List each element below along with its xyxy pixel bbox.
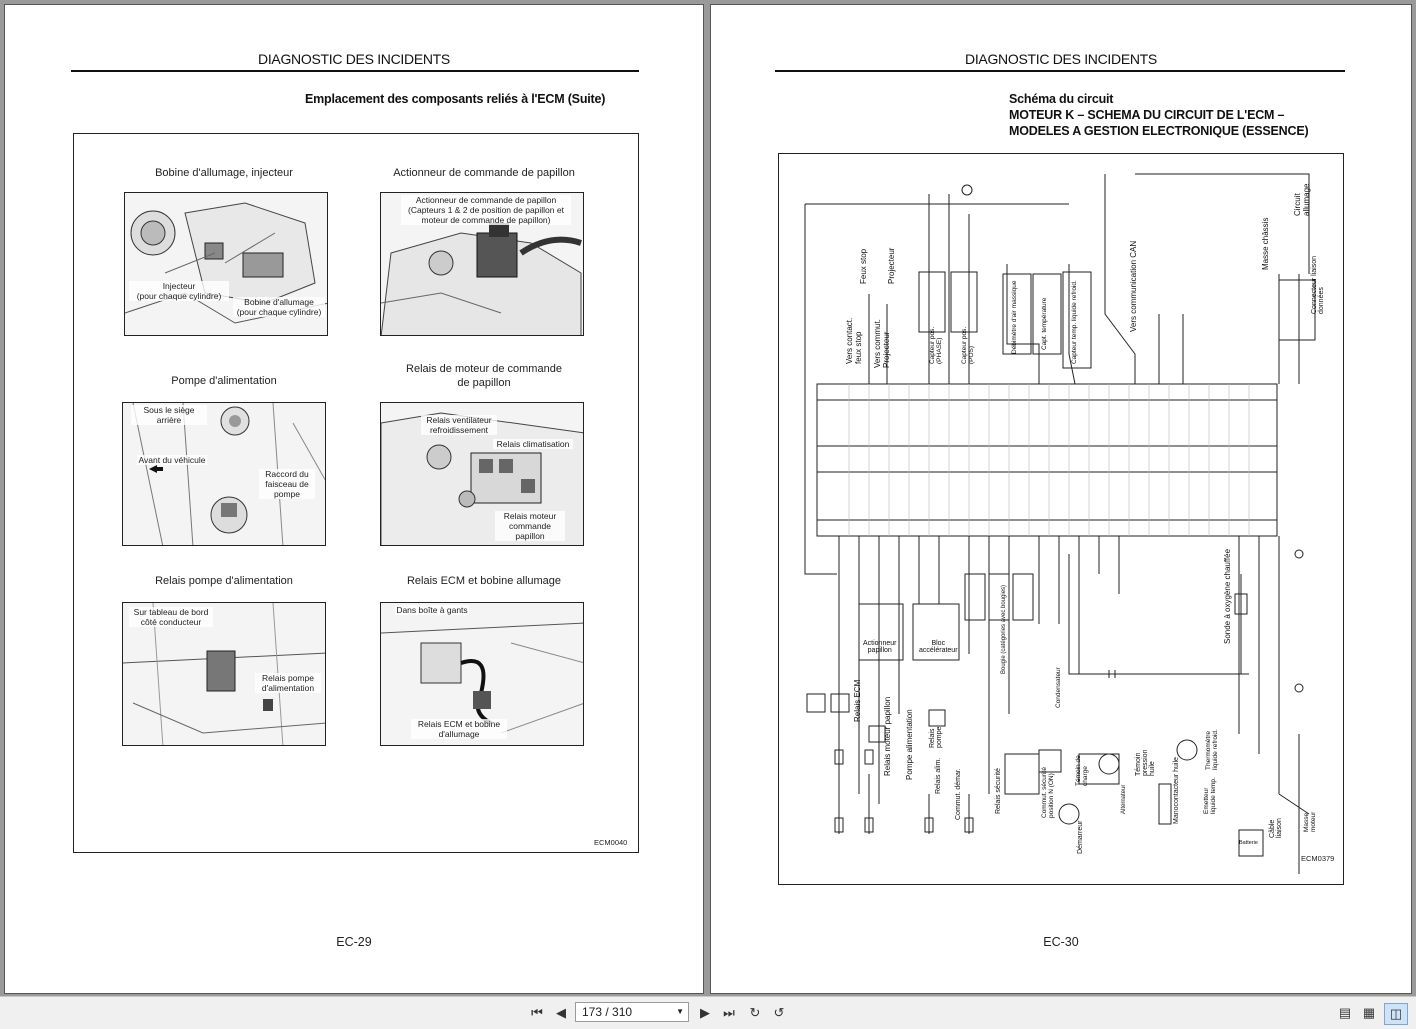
diagram-label: Démarreur — [1077, 820, 1084, 854]
viewer-toolbar: ⏮ ◀ 173 / 310 ▼ ▶ ⏭ ↻ ↺ ▤ ▦ ◫ — [0, 996, 1416, 1029]
diagram-label: Bougie (catégories avec bougies) — [1001, 584, 1007, 674]
header-rule — [71, 70, 639, 72]
photo-label: Dans boîte à gants — [395, 605, 469, 615]
diagram-label: Capteur temp. liquide refroid. — [1071, 280, 1078, 364]
wiring-diagram — [804, 173, 1316, 874]
diagram-label: Connecteur liaison données — [1311, 256, 1325, 314]
diagram-label: Relais alim. — [935, 757, 942, 794]
figure-code: ECM0379 — [1301, 854, 1335, 863]
photo-fuel-pump: Sous le siège arrière Avant du véhicule … — [122, 402, 326, 546]
photo-label: Bobine d'allumage (pour chaque cylindre) — [233, 297, 325, 317]
page-indicator: 173 / 310 — [582, 1005, 633, 1019]
first-page-icon[interactable]: ⏮ — [531, 1005, 543, 1020]
page-number-select[interactable]: 173 / 310 ▼ — [575, 1002, 689, 1022]
photo-label: Raccord du faisceau de pompe — [259, 469, 315, 499]
photo-label: Injecteur (pour chaque cylindre) — [129, 281, 229, 301]
page-number: EC-29 — [336, 935, 372, 949]
photo-label: Sur tableau de bord côté conducteur — [129, 607, 213, 627]
header-rule — [775, 70, 1345, 72]
diagram-label: Relais pompe — [929, 726, 943, 748]
chevron-down-icon: ▼ — [676, 1007, 684, 1016]
diagram-label: Feux stop — [859, 248, 868, 284]
last-page-icon[interactable]: ⏭ — [723, 1005, 735, 1020]
section-title: MODELES A GESTION ELECTRONIQUE (ESSENCE) — [1009, 124, 1309, 138]
photo-label: Relais ventilateur refroidissement — [421, 415, 497, 435]
diagram-label: Commut. démar. — [955, 768, 962, 820]
diagram-label: Masse moteur — [1303, 811, 1317, 832]
panel-caption: Bobine d'allumage, injecteur — [155, 167, 293, 179]
diagram-label: Bloc accélérateur — [919, 640, 958, 654]
dashboard-illustration — [123, 603, 325, 745]
figure-code: ECM0040 — [594, 838, 628, 847]
single-page-icon[interactable]: ▤ — [1338, 1005, 1352, 1020]
rotate-back-icon[interactable]: ↺ — [773, 1005, 785, 1020]
panel-caption: Relais ECM et bobine allumage — [406, 575, 562, 587]
photo-fuel-pump-relay: Sur tableau de bord côté conducteur Rela… — [122, 602, 326, 746]
diagram-label: Condensateur — [1055, 667, 1062, 708]
diagram-label: Pompe alimentation — [905, 709, 914, 780]
photo-label: Actionneur de commande de papillon (Capt… — [401, 195, 571, 225]
diagram-label: Capteur pos. (POS) — [961, 326, 975, 364]
previous-page-icon[interactable]: ◀ — [556, 1005, 566, 1020]
diagram-label: Actionneur papillon — [863, 640, 897, 654]
diagram-label: Câble liaison — [1269, 818, 1283, 838]
diagram-label: Relais moteur papillon — [883, 696, 892, 776]
diagram-label: Vers commut. Projecteur — [873, 319, 891, 368]
diagram-label: Témoin pression huile — [1135, 749, 1156, 776]
photo-label: Sous le siège arrière — [131, 405, 207, 425]
diagram-label: Circuit allumage — [1293, 183, 1311, 216]
diagram-label: Témoin de charge — [1075, 755, 1089, 786]
section-title: Schéma du circuit — [1009, 92, 1114, 106]
diagram-label: Masse châssis — [1261, 217, 1270, 270]
photo-label: Relais climatisation — [493, 439, 573, 449]
diagram-label: Vers contact. feux stop — [845, 317, 863, 364]
left-page: DIAGNOSTIC DES INCIDENTS Emplacement des… — [4, 4, 704, 994]
circuit-diagram-frame: Feux stop Projecteur Vers contact. feux … — [778, 153, 1344, 885]
diagram-label: Projecteur — [887, 247, 896, 284]
section-subtitle: Emplacement des composants reliés à l'EC… — [305, 92, 606, 106]
photo-throttle-actuator: Actionneur de commande de papillon (Capt… — [380, 192, 584, 336]
panel-caption: Relais pompe d'alimentation — [155, 575, 293, 587]
diagram-label: Alternateur — [1121, 784, 1127, 814]
photo-label: Relais moteur commande papillon — [495, 511, 565, 541]
throttle-illustration — [381, 223, 582, 335]
glovebox-illustration — [381, 622, 583, 734]
diagram-label: Commut. sécurité position N (ON) — [1041, 767, 1055, 818]
diagram-label: Vers communication CAN — [1129, 240, 1138, 332]
photo-ignition-coil: Injecteur (pour chaque cylindre) Bobine … — [124, 192, 328, 336]
panel-caption: Actionneur de commande de papillon — [393, 167, 575, 179]
diagram-label: Sonde à oxygène chauffée — [1223, 548, 1232, 644]
diagram-label: Batterie — [1239, 840, 1258, 846]
photo-label: Avant du véhicule — [137, 455, 207, 465]
diagram-label: Capt. température — [1041, 297, 1048, 350]
page-number: EC-30 — [1043, 935, 1079, 949]
diagram-label: Manocontacteur huile — [1173, 757, 1180, 824]
photo-label: Relais pompe d'alimentation — [255, 673, 321, 693]
page-header: DIAGNOSTIC DES INCIDENTS — [965, 51, 1157, 67]
next-page-icon[interactable]: ▶ — [700, 1005, 710, 1020]
diagram-label: Capteur pos. (PHASE) — [929, 326, 943, 364]
diagram-label: Emetteur liquide temp. — [1203, 777, 1217, 814]
page-header: DIAGNOSTIC DES INCIDENTS — [258, 51, 450, 67]
diagram-label: Relais ECM — [853, 679, 862, 722]
panel-caption: Relais de moteur de commande de papillon — [406, 363, 562, 389]
engine-bay-illustration — [125, 202, 327, 324]
rotate-icon[interactable]: ↻ — [749, 1005, 761, 1020]
diagram-label: Thermomètre liquide refroid. — [1205, 729, 1219, 770]
fuel-pump-illustration — [132, 403, 325, 545]
continuous-page-icon[interactable]: ▦ — [1362, 1005, 1376, 1020]
figure-frame: Bobine d'allumage, injecteur Injecteur (… — [73, 133, 639, 853]
section-title: MOTEUR K – SCHEMA DU CIRCUIT DE L'ECM – — [1009, 108, 1285, 122]
two-page-icon[interactable]: ◫ — [1384, 1003, 1408, 1025]
panel-caption: Pompe d'alimentation — [171, 375, 277, 387]
right-page: DIAGNOSTIC DES INCIDENTS Schéma du circu… — [710, 4, 1412, 994]
photo-label: Relais ECM et bobine d'allumage — [411, 719, 507, 739]
photo-relay-box: Relais ventilateur refroidissement Relai… — [380, 402, 584, 546]
diagram-label: Débimètre d'air massique — [1011, 280, 1018, 355]
diagram-label: Relais sécurité — [995, 768, 1002, 814]
photo-ecm-relay: Dans boîte à gants Relais ECM et bobine … — [380, 602, 584, 746]
